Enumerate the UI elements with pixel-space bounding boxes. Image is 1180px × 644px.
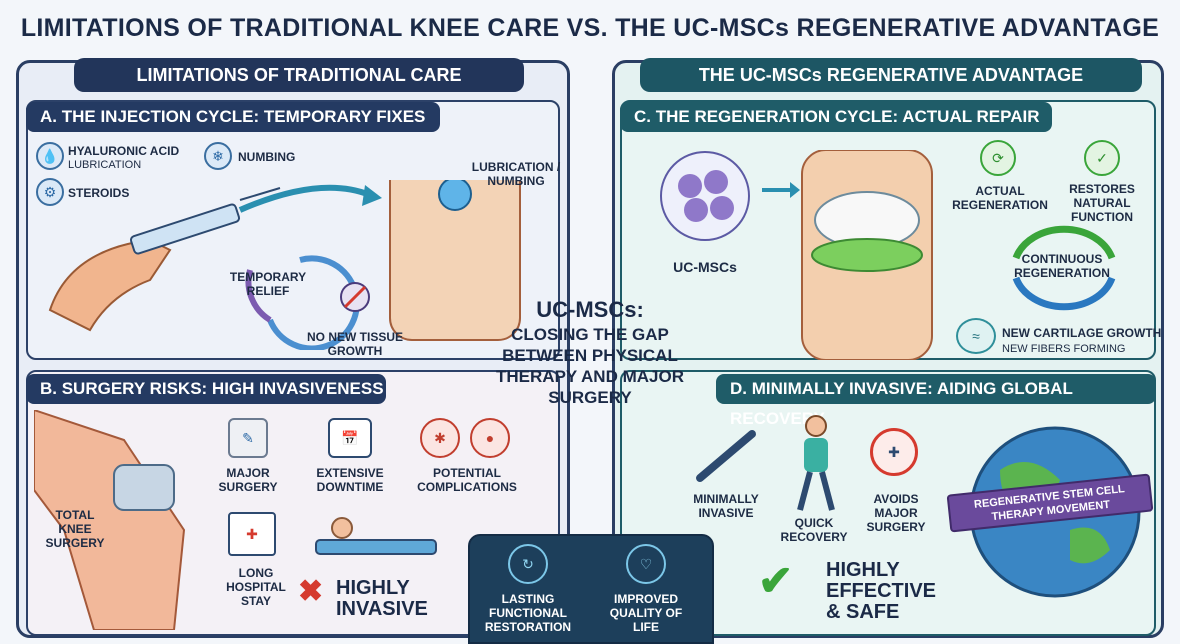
extensive-downtime-label: EXTENSIVE DOWNTIME xyxy=(316,466,384,494)
relief-cycle-arrow-bottom xyxy=(245,269,272,323)
injection-arrow xyxy=(238,184,372,213)
bed-shape xyxy=(315,539,437,555)
joint-injection-bubble xyxy=(438,180,472,211)
leg-shape xyxy=(34,410,186,630)
x-mark-icon: ✖ xyxy=(298,575,324,608)
needle-shape xyxy=(239,187,281,201)
major-surgery-label: MAJOR SURGERY xyxy=(218,466,278,494)
walking-person-illustration xyxy=(797,415,835,511)
knee-illustration xyxy=(389,180,521,341)
scalpel-icon: ✎ xyxy=(228,418,268,458)
temporary-relief-label: TEMPORARY RELIEF xyxy=(229,270,307,298)
regeneration-cycle-icon: ⟳ xyxy=(980,140,1016,176)
section-a-title: A. THE INJECTION CYCLE: TEMPORARY FIXES xyxy=(26,102,440,132)
walker-leg-2 xyxy=(819,471,835,511)
cell-3 xyxy=(684,198,708,222)
fibers-icon: ≈ xyxy=(956,318,996,354)
relief-cycle-arrow-top xyxy=(267,255,360,350)
cycle-arrow-top xyxy=(1012,225,1116,260)
long-stay-label: LONG HOSPITAL STAY xyxy=(226,566,286,608)
numbing-label: NUMBING xyxy=(238,150,296,164)
walker-body xyxy=(804,438,828,472)
new-fibers-label: NEW FIBERS FORMING xyxy=(1002,343,1126,355)
page-title: LIMITATIONS OF TRADITIONAL KNEE CARE VS.… xyxy=(20,14,1160,42)
droplet-icon: 💧 xyxy=(36,142,64,170)
implant-shape xyxy=(113,464,175,511)
walker-head xyxy=(805,415,827,437)
restores-label: RESTORES NATURAL FUNCTION xyxy=(1069,182,1135,224)
syringe-shape xyxy=(129,203,241,255)
steroid-icon: ⚙ xyxy=(36,178,64,206)
improved-label: IMPROVED QUALITY OF LIFE xyxy=(609,592,683,634)
steroids-label: STEROIDS xyxy=(68,186,130,200)
cell-1 xyxy=(678,174,702,198)
highly-invasive-label: HIGHLY INVASIVE xyxy=(336,577,428,620)
continent-2 xyxy=(1070,527,1110,564)
injection-illustration xyxy=(48,180,521,350)
small-syringe-shape xyxy=(696,430,756,482)
heart-hand-icon: ♡ xyxy=(626,544,666,584)
continuous-regen-label: CONTINUOUS REGENERATION xyxy=(1014,252,1110,280)
avoids-surgery-label: AVOIDS MAJOR SURGERY xyxy=(866,492,926,534)
center-message: UC-MSCs: CLOSING THE GAP BETWEEN PHYSICA… xyxy=(490,296,690,408)
injection-arrowhead xyxy=(362,185,382,206)
section-c-title: C. THE REGENERATION CYCLE: ACTUAL REPAIR xyxy=(620,102,1052,132)
cycle-arrow-bottom xyxy=(1012,276,1116,311)
new-growth-shape xyxy=(811,238,923,272)
calendar-icon: 📅 xyxy=(328,418,372,458)
cells-arrowhead xyxy=(790,182,800,198)
lasting-label: LASTING FUNCTIONAL RESTORATION xyxy=(484,592,572,634)
no-hospital-icon: ✚ xyxy=(870,428,918,476)
clock-cycle-icon: ↻ xyxy=(508,544,548,584)
patient-head xyxy=(331,517,353,539)
hospital-icon: ✚ xyxy=(228,512,276,556)
knee-surgery-illustration xyxy=(34,410,186,630)
uc-mscs-label: UC-MSCs xyxy=(673,259,737,275)
no-new-tissue-label: NO NEW TISSUE GROWTH xyxy=(306,330,403,358)
blood-cell-icon: ● xyxy=(470,418,510,458)
new-cartilage-label: NEW CARTILAGE GROWTH xyxy=(1002,326,1162,340)
left-panel-header: LIMITATIONS OF TRADITIONAL CARE xyxy=(74,58,524,92)
regenerating-knee-illustration xyxy=(801,150,933,360)
section-b-title: B. SURGERY RISKS: HIGH INVASIVENESS xyxy=(26,374,386,404)
check-mark-icon: ✔ xyxy=(758,557,794,604)
total-knee-label: TOTAL KNEE SURGERY xyxy=(45,508,105,550)
no-tissue-slash xyxy=(343,285,367,309)
cell-4 xyxy=(710,196,734,220)
hospital-bed-illustration xyxy=(315,517,437,555)
minimally-invasive-label: MINIMALLY INVASIVE xyxy=(693,492,759,520)
hand-shape xyxy=(48,238,172,332)
lubrication-label: LUBRICATION xyxy=(68,159,142,171)
hyaluronic-label: HYALURONIC ACID xyxy=(68,144,180,158)
right-panel-header: THE UC-MSCs REGENERATIVE ADVANTAGE xyxy=(640,58,1142,92)
numbing-icon: ❄ xyxy=(204,142,232,170)
stem-cell-cluster xyxy=(660,151,750,241)
walker-leg-1 xyxy=(797,471,813,511)
hand-check-icon: ✓ xyxy=(1084,140,1120,176)
continuous-cycle-arrows xyxy=(1012,225,1116,311)
center-subline: CLOSING THE GAP BETWEEN PHYSICAL THERAPY… xyxy=(496,325,684,407)
cell-2 xyxy=(704,170,728,194)
potential-complications-label: POTENTIAL COMPLICATIONS xyxy=(417,466,517,494)
section-d-title: D. MINIMALLY INVASIVE: AIDING GLOBAL REC… xyxy=(716,374,1156,428)
benefits-box xyxy=(468,534,714,644)
actual-regen-label: ACTUAL REGENERATION xyxy=(952,184,1048,212)
cell-cluster-ring xyxy=(660,151,750,241)
bacteria-icon: ✱ xyxy=(420,418,460,458)
highly-effective-label: HIGHLY EFFECTIVE & SAFE xyxy=(826,559,937,623)
quick-recovery-label: QUICK RECOVERY xyxy=(780,516,848,544)
cells-to-knee-arrow xyxy=(762,182,800,198)
injection-small-illustration xyxy=(696,430,756,482)
lub-numbing-label: LUBRICATION / NUMBING xyxy=(471,160,561,188)
center-headline: UC-MSCs: xyxy=(536,297,644,322)
